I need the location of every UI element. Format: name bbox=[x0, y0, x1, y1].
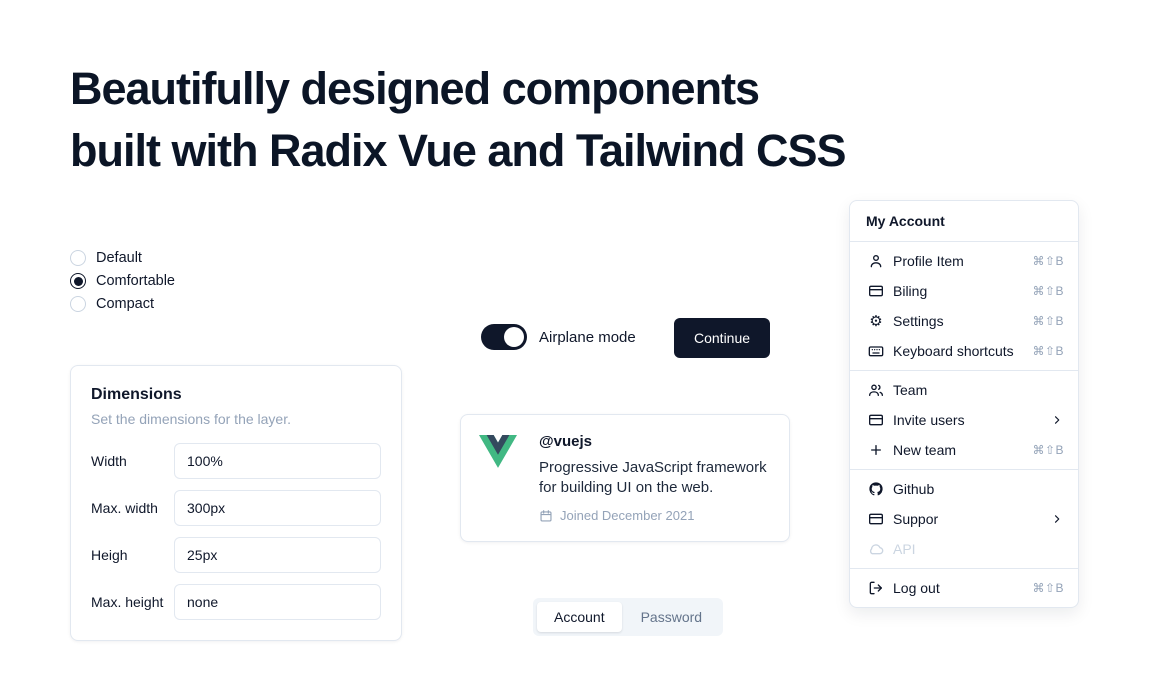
cloud-icon bbox=[868, 541, 884, 557]
field-row-max-width: Max. width bbox=[91, 490, 381, 526]
dimensions-fields: Width Max. width Heigh Max. height bbox=[91, 443, 381, 620]
menu-item-keyboard-shortcuts[interactable]: Keyboard shortcuts ⌘⇧B bbox=[858, 336, 1070, 366]
menu-item-label: Keyboard shortcuts bbox=[893, 343, 1014, 359]
menu-item-new-team[interactable]: New team ⌘⇧B bbox=[858, 435, 1070, 465]
field-label: Width bbox=[91, 453, 127, 469]
menu-item-label: Invite users bbox=[893, 412, 965, 428]
menu-item-shortcut: ⌘⇧B bbox=[1032, 254, 1064, 268]
max-width-input[interactable] bbox=[174, 490, 381, 526]
menu-item-api: API bbox=[858, 534, 1070, 564]
vuejs-hover-card: @vuejs Progressive JavaScript framework … bbox=[460, 414, 790, 542]
menu-item-label: Biling bbox=[893, 283, 928, 299]
field-row-height: Heigh bbox=[91, 537, 381, 573]
max-height-input[interactable] bbox=[174, 584, 381, 620]
density-radio-group: Default Comfortable Compact bbox=[70, 250, 175, 312]
continue-button[interactable]: Continue bbox=[674, 318, 771, 358]
radio-option-default[interactable]: Default bbox=[70, 250, 175, 266]
radio-option-compact[interactable]: Compact bbox=[70, 296, 175, 312]
radio-label: Default bbox=[96, 250, 142, 266]
menu-group-team: Team Invite users New team ⌘⇧B bbox=[850, 371, 1078, 469]
menu-item-label: Log out bbox=[893, 580, 940, 596]
plus-icon bbox=[868, 442, 884, 458]
menu-item-label: API bbox=[893, 541, 916, 557]
calendar-icon bbox=[539, 509, 553, 523]
dimensions-title: Dimensions bbox=[91, 386, 182, 403]
menu-item-shortcut: ⌘⇧B bbox=[1032, 443, 1064, 457]
menu-item-shortcut: ⌘⇧B bbox=[1032, 344, 1064, 358]
menu-group-account: Profile Item ⌘⇧B Biling ⌘⇧B ⚙ Settings ⌘… bbox=[850, 242, 1078, 370]
menu-item-settings[interactable]: ⚙ Settings ⌘⇧B bbox=[858, 306, 1070, 336]
menu-item-label: Suppor bbox=[893, 511, 939, 527]
page-title-line2: built with Radix Vue and Tailwind CSS bbox=[70, 125, 847, 176]
menu-separator bbox=[850, 469, 1078, 470]
vuejs-joined-text: Joined December 2021 bbox=[560, 508, 695, 523]
credit-card-icon bbox=[868, 283, 884, 299]
chevron-right-icon bbox=[1050, 413, 1064, 427]
vuejs-description: Progressive JavaScript framework for bui… bbox=[539, 459, 767, 496]
radio-icon[interactable] bbox=[70, 250, 86, 266]
menu-separator bbox=[850, 568, 1078, 569]
page-title-line1: Beautifully designed components bbox=[70, 63, 760, 114]
gear-icon: ⚙ bbox=[869, 312, 883, 330]
chevron-right-icon bbox=[1050, 512, 1064, 526]
menu-title: My Account bbox=[866, 213, 945, 229]
menu-item-shortcut: ⌘⇧B bbox=[1032, 581, 1064, 595]
width-input[interactable] bbox=[174, 443, 381, 479]
radio-label: Compact bbox=[96, 296, 155, 312]
menu-separator bbox=[850, 241, 1078, 242]
airplane-mode-label: Airplane mode bbox=[539, 328, 636, 346]
menu-item-billing[interactable]: Biling ⌘⇧B bbox=[858, 276, 1070, 306]
menu-item-shortcut: ⌘⇧B bbox=[1032, 284, 1064, 298]
github-icon bbox=[868, 481, 884, 497]
card-icon bbox=[868, 511, 884, 527]
keyboard-icon bbox=[868, 343, 884, 359]
switch-knob bbox=[504, 327, 524, 347]
radio-selected-icon[interactable] bbox=[70, 273, 86, 289]
tab-password[interactable]: Password bbox=[624, 602, 719, 632]
log-out-icon bbox=[868, 580, 884, 596]
menu-item-github[interactable]: Github bbox=[858, 474, 1070, 504]
menu-item-label: Settings bbox=[893, 313, 944, 329]
airplane-mode-row: Airplane mode bbox=[481, 324, 636, 350]
field-row-width: Width bbox=[91, 443, 381, 479]
menu-item-team[interactable]: Team bbox=[858, 375, 1070, 405]
menu-group-misc: Github Suppor API bbox=[850, 470, 1078, 568]
radio-label: Comfortable bbox=[96, 273, 175, 289]
dimensions-subtitle: Set the dimensions for the layer. bbox=[91, 411, 291, 427]
field-label: Heigh bbox=[91, 547, 128, 563]
field-row-max-height: Max. height bbox=[91, 584, 381, 620]
card-icon bbox=[868, 412, 884, 428]
height-input[interactable] bbox=[174, 537, 381, 573]
dimensions-card: Dimensions Set the dimensions for the la… bbox=[70, 365, 402, 641]
menu-item-log-out[interactable]: Log out ⌘⇧B bbox=[858, 573, 1070, 603]
menu-item-label: Github bbox=[893, 481, 935, 497]
tab-account[interactable]: Account bbox=[537, 602, 622, 632]
menu-item-support[interactable]: Suppor bbox=[858, 504, 1070, 534]
radio-option-comfortable[interactable]: Comfortable bbox=[70, 273, 175, 289]
menu-separator bbox=[850, 370, 1078, 371]
field-label: Max. height bbox=[91, 594, 164, 610]
airplane-mode-switch[interactable] bbox=[481, 324, 527, 350]
account-password-tabs: Account Password bbox=[533, 598, 724, 636]
menu-item-label: Profile Item bbox=[893, 253, 964, 269]
menu-item-label: New team bbox=[893, 442, 957, 458]
menu-group-logout: Log out ⌘⇧B bbox=[850, 569, 1078, 607]
field-label: Max. width bbox=[91, 500, 158, 516]
menu-item-profile[interactable]: Profile Item ⌘⇧B bbox=[858, 246, 1070, 276]
page-title: Beautifully designed components built wi… bbox=[70, 58, 847, 182]
vuejs-joined-row: Joined December 2021 bbox=[539, 508, 771, 523]
menu-item-invite-users[interactable]: Invite users bbox=[858, 405, 1070, 435]
user-icon bbox=[868, 253, 884, 269]
users-icon bbox=[868, 382, 884, 398]
menu-item-label: Team bbox=[893, 382, 928, 398]
vuejs-handle: @vuejs bbox=[539, 433, 592, 450]
menu-item-shortcut: ⌘⇧B bbox=[1032, 314, 1064, 328]
radio-icon[interactable] bbox=[70, 296, 86, 312]
vuejs-card-body: @vuejs Progressive JavaScript framework … bbox=[539, 433, 771, 523]
my-account-menu: My Account Profile Item ⌘⇧B Biling ⌘⇧B ⚙… bbox=[849, 200, 1079, 608]
vuejs-logo-icon bbox=[479, 433, 517, 523]
